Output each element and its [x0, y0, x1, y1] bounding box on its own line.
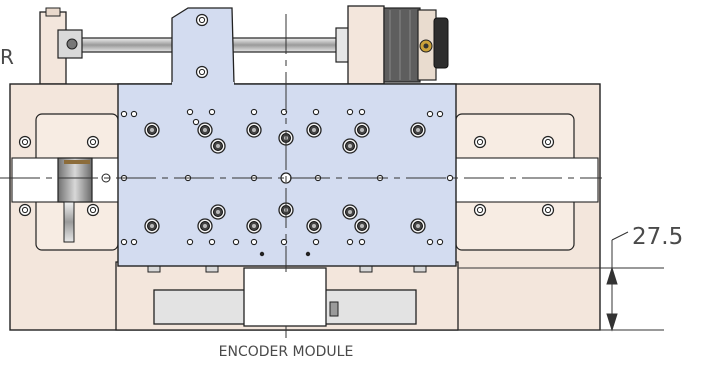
stepper-motor	[335, 5, 449, 85]
left-cut-text: R	[0, 45, 14, 69]
encoder-module-label: ENCODER MODULE	[219, 344, 354, 360]
center-lines	[0, 14, 602, 272]
dimension-value: 27.5	[632, 224, 683, 250]
dimension-27-5	[458, 231, 664, 332]
roller-bearing	[57, 157, 111, 243]
screw-coupler-left	[57, 29, 83, 59]
encoder-module	[147, 263, 427, 327]
